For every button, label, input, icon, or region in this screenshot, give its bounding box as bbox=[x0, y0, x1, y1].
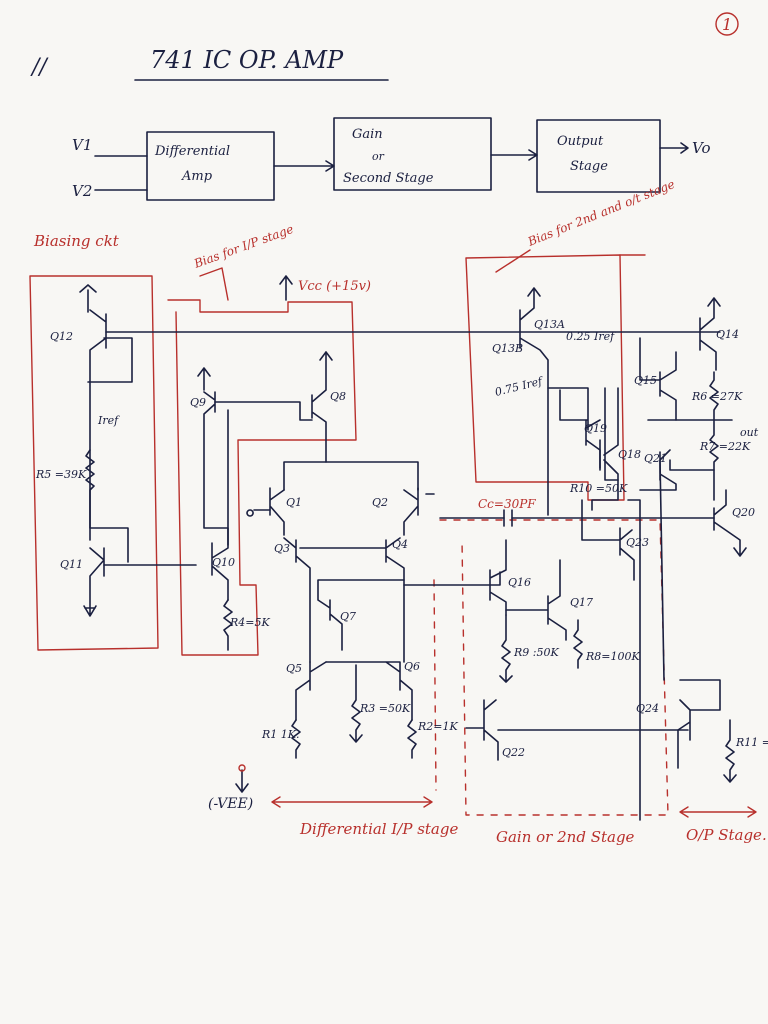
r3-label: R3 =50K bbox=[359, 702, 411, 715]
q17-label: Q17 bbox=[570, 596, 593, 609]
q4-label: Q4 bbox=[392, 538, 408, 551]
margin-mark: // bbox=[30, 55, 49, 80]
q10-label: Q10 bbox=[212, 556, 235, 569]
block-output-line1: Output bbox=[557, 134, 604, 149]
q1-label: Q1 bbox=[286, 496, 302, 509]
block-gain-line1: Gain bbox=[352, 127, 383, 142]
q21-label: Q21 bbox=[644, 452, 667, 465]
q20-label: Q20 bbox=[732, 506, 755, 519]
page-number: 1 bbox=[722, 15, 732, 34]
output-vo: Vo bbox=[692, 139, 711, 157]
q3-label: Q3 bbox=[274, 542, 290, 555]
q2-label: Q2 bbox=[372, 496, 388, 509]
q24-label: Q24 bbox=[636, 702, 659, 715]
q9-label: Q9 bbox=[190, 396, 206, 409]
input-v1: V1 bbox=[72, 136, 92, 154]
q13a-label: Q13A bbox=[534, 318, 565, 331]
label-vcc: Vcc (+15v) bbox=[298, 279, 371, 294]
label-cc: Cc=30PF bbox=[478, 497, 536, 511]
r2-label: R2=1K bbox=[417, 720, 458, 733]
r5-label: R5 =39K bbox=[35, 468, 87, 481]
q13b-label: Q13B bbox=[492, 342, 523, 355]
label-diff-stage: Differential I/P stage bbox=[299, 820, 458, 838]
r8-label: R8=100K bbox=[585, 650, 640, 663]
block-diff-amp-line1: Differential bbox=[154, 144, 230, 159]
component-labels: Q12 Q11 Q9 Q8 Q10 Q1 Q2 Q3 Q4 Q7 Q5 Q6 Q… bbox=[35, 318, 768, 759]
label-vee: (-VEE) bbox=[208, 796, 253, 812]
block-diagram: V1 V2 Differential Amp Gain or Second St… bbox=[72, 117, 711, 201]
q22-label: Q22 bbox=[502, 746, 525, 759]
block-output-line2: Stage bbox=[570, 159, 608, 174]
block-gain-line3: Second Stage bbox=[343, 171, 434, 186]
r1-label: R1 1K. bbox=[261, 728, 300, 741]
label-075-iref: 0.75 Iref bbox=[494, 374, 546, 399]
q7-label: Q7 bbox=[340, 610, 356, 623]
q11-label: Q11 bbox=[60, 558, 83, 571]
label-op-stage: O/P Stage. bbox=[686, 826, 767, 844]
r11-label: R11 =50K bbox=[735, 736, 768, 749]
label-bias-2nd-stage: Bias for 2nd and o/t stage bbox=[525, 177, 677, 249]
label-025-iref: 0.25 Iref bbox=[566, 330, 616, 343]
label-out: out bbox=[740, 426, 759, 439]
r10-label: R10 =50K bbox=[569, 482, 628, 495]
q8-label: Q8 bbox=[330, 390, 346, 403]
label-iref: Iref bbox=[97, 414, 120, 427]
q16-label: Q16 bbox=[508, 576, 531, 589]
label-gain-stage: Gain or 2nd Stage bbox=[496, 828, 635, 846]
input-v2: V2 bbox=[72, 182, 92, 200]
q14-label: Q14 bbox=[716, 328, 739, 341]
section-arrows bbox=[199, 249, 757, 818]
r9-label: R9 :50K bbox=[513, 646, 559, 659]
q15-label: Q15 bbox=[634, 374, 657, 387]
r4-label: R4=5K bbox=[229, 616, 270, 629]
q6-label: Q6 bbox=[404, 660, 420, 673]
q18-label: Q18 bbox=[618, 448, 641, 461]
q19-label: Q19 bbox=[584, 422, 607, 435]
q12-label: Q12 bbox=[50, 330, 73, 343]
section-outlines bbox=[29, 254, 669, 816]
r6-label: R6 =27K bbox=[691, 390, 743, 403]
r7-label: R7 =22K bbox=[699, 440, 751, 453]
label-bias-ip-stage: Bias for I/P stage bbox=[191, 222, 295, 271]
circuit-wiring bbox=[79, 275, 747, 821]
block-diff-amp-line2: Amp bbox=[181, 169, 213, 184]
q5-label: Q5 bbox=[286, 662, 302, 675]
page-title: 741 IC OP. AMP bbox=[150, 46, 344, 74]
q23-label: Q23 bbox=[626, 536, 649, 549]
label-biasing-ckt: Biasing ckt bbox=[33, 232, 120, 250]
block-gain-line2: or bbox=[372, 150, 385, 163]
